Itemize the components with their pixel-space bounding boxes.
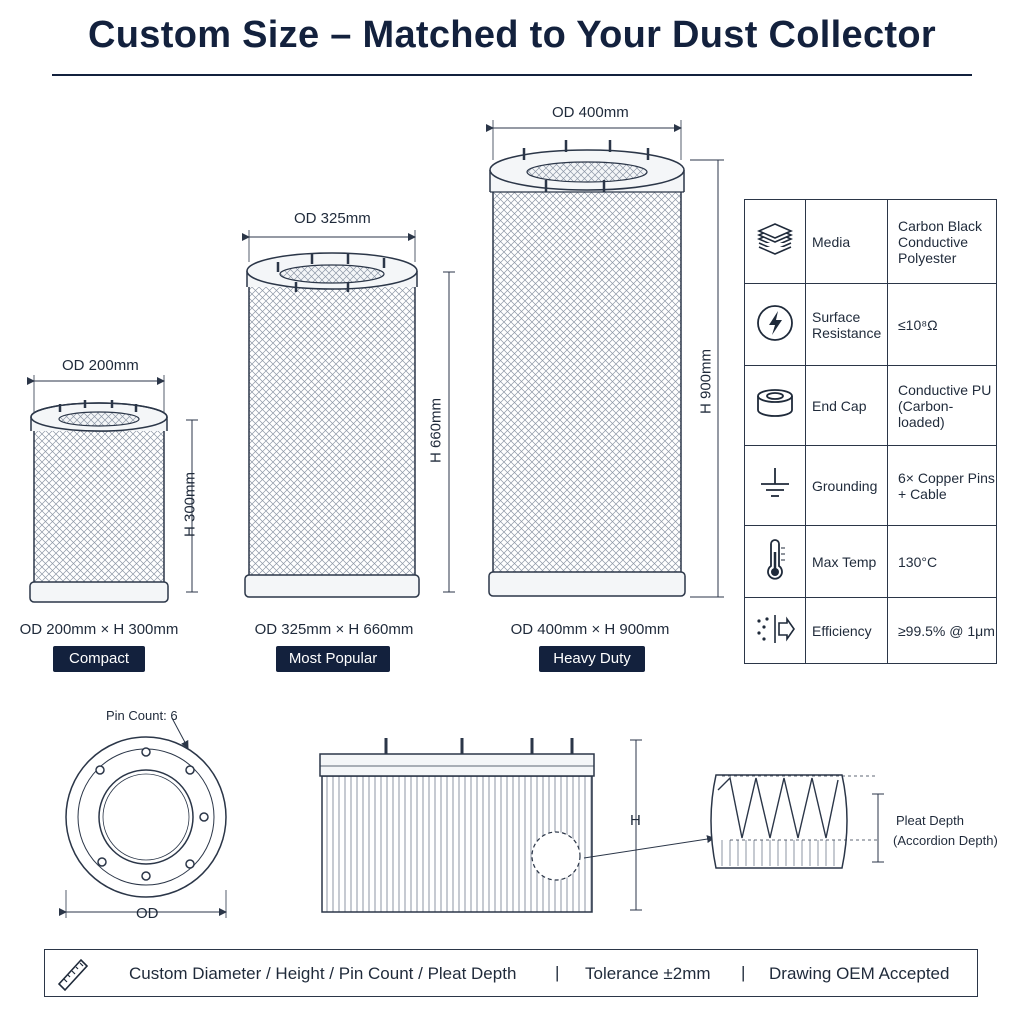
filter-heavy-duty xyxy=(486,120,724,598)
filter-flow-icon xyxy=(744,597,806,664)
h-label-most-popular: H 660mm xyxy=(427,397,445,464)
spec-row: Max Temp 130°C xyxy=(744,525,997,598)
footer-bar: Custom Diameter / Height / Pin Count / P… xyxy=(44,949,978,997)
layers-icon xyxy=(744,199,806,284)
spec-value-efficiency: ≥99.5% @ 1μm xyxy=(887,597,997,664)
spec-value-end-cap: Conductive PU (Carbon-loaded) xyxy=(887,365,997,446)
spec-table: Media Carbon Black Conductive Polyester … xyxy=(744,199,997,664)
badge-heavy-duty: Heavy Duty xyxy=(539,646,645,672)
spec-name-efficiency: Efficiency xyxy=(805,597,888,664)
pin-count-label: Pin Count: 6 xyxy=(106,708,178,723)
spec-row: Media Carbon Black Conductive Polyester xyxy=(744,199,997,284)
od-label-most-popular: OD 325mm xyxy=(294,210,371,227)
filter-compact xyxy=(27,375,198,603)
thermometer-icon xyxy=(744,525,806,598)
spec-value-surface-resistance: ≤10⁸Ω xyxy=(887,283,997,366)
h-detail-label: H xyxy=(630,812,641,829)
pleat-depth-note: (Accordion Depth) xyxy=(893,833,998,848)
spec-row: Efficiency ≥99.5% @ 1μm xyxy=(744,597,997,664)
footer-separator: | xyxy=(741,963,746,982)
size-caption-heavy-duty: OD 400mm × H 900mm xyxy=(510,621,670,638)
spec-row: End Cap Conductive PU (Carbon-loaded) xyxy=(744,365,997,446)
spec-value-max-temp: 130°C xyxy=(887,525,997,598)
badge-compact: Compact xyxy=(53,646,145,672)
od-label-heavy-duty: OD 400mm xyxy=(552,104,629,121)
spec-name-surface-resistance: Surface Resistance xyxy=(805,283,888,366)
od-label-compact: OD 200mm xyxy=(62,357,139,374)
spec-name-media: Media xyxy=(805,199,888,284)
badge-most-popular: Most Popular xyxy=(276,646,390,672)
lightning-icon xyxy=(744,283,806,366)
page-title: Custom Size – Matched to Your Dust Colle… xyxy=(88,14,936,56)
size-caption-most-popular: OD 325mm × H 660mm xyxy=(254,621,414,638)
ring-icon xyxy=(744,365,806,446)
footer-separator: | xyxy=(555,963,560,982)
spec-row: Grounding 6× Copper Pins + Cable xyxy=(744,445,997,526)
title-rule xyxy=(52,74,972,76)
pleat-detail xyxy=(710,774,884,869)
top-view-endcap xyxy=(59,717,227,918)
side-view-cartridge xyxy=(319,738,715,913)
h-label-heavy-duty: H 900mm xyxy=(697,348,715,415)
footer-oem-text: Drawing OEM Accepted xyxy=(769,964,950,983)
spec-row: Surface Resistance ≤10⁸Ω xyxy=(744,283,997,366)
filter-most-popular xyxy=(242,230,455,598)
spec-name-end-cap: End Cap xyxy=(805,365,888,446)
od-detail-label: OD xyxy=(136,905,159,922)
spec-name-grounding: Grounding xyxy=(805,445,888,526)
spec-value-grounding: 6× Copper Pins + Cable xyxy=(887,445,997,526)
pleat-depth-label: Pleat Depth xyxy=(896,813,964,828)
footer-tolerance-text: Tolerance ±2mm xyxy=(585,964,711,983)
ruler-icon xyxy=(55,956,91,997)
h-label-compact: H 300mm xyxy=(181,471,199,538)
size-caption-compact: OD 200mm × H 300mm xyxy=(19,621,179,638)
footer-custom-text: Custom Diameter / Height / Pin Count / P… xyxy=(129,964,517,983)
spec-value-media: Carbon Black Conductive Polyester xyxy=(887,199,997,284)
spec-name-max-temp: Max Temp xyxy=(805,525,888,598)
ground-icon xyxy=(744,445,806,526)
